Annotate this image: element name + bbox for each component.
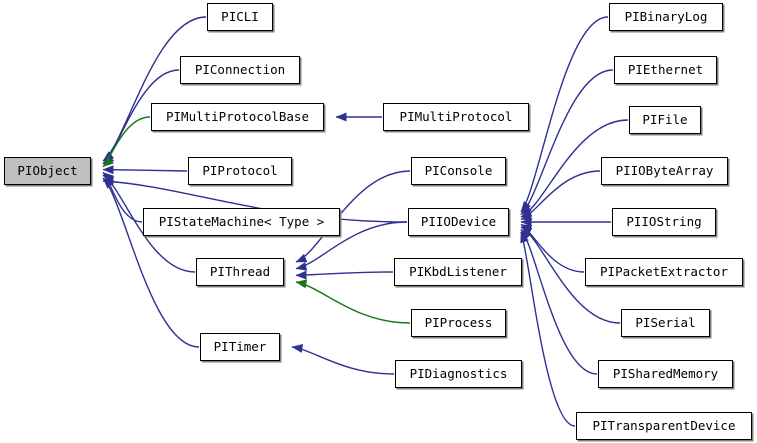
- class-node-label: PIObject: [17, 162, 78, 178]
- class-node-PIFile[interactable]: PIFile: [629, 106, 701, 134]
- edge-PITimer-to-PIObject: [102, 177, 200, 348]
- class-node-PISharedMemory[interactable]: PISharedMemory: [598, 360, 733, 388]
- edge-PITransparentDevice-to-PIIODevice: [520, 231, 576, 427]
- class-node-PIThread[interactable]: PIThread: [196, 258, 284, 286]
- edge-PIKbdListener-to-PIThread: [295, 270, 394, 280]
- class-node-PICLI[interactable]: PICLI: [207, 3, 273, 31]
- class-node-PIObject[interactable]: PIObject: [4, 157, 91, 185]
- class-node-PIMultiProtocolBase[interactable]: PIMultiProtocolBase: [151, 103, 324, 131]
- edge-PIMultiProtocolBase-to-PIObject: [102, 116, 151, 168]
- edge-PIIODevice-to-PIThread: [295, 221, 408, 271]
- class-node-PITimer[interactable]: PITimer: [200, 333, 280, 361]
- class-node-PIPacketExtractor[interactable]: PIPacketExtractor: [585, 258, 743, 286]
- edge-PIConsole-to-PIThread: [295, 170, 411, 263]
- class-node-label: PIBinaryLog: [624, 8, 708, 24]
- edge-PIProtocol-to-PIObject: [102, 165, 188, 175]
- class-node-label: PITimer: [213, 338, 267, 354]
- class-node-PIDiagnostics[interactable]: PIDiagnostics: [395, 360, 522, 388]
- class-node-PIIOString[interactable]: PIIOString: [612, 208, 716, 236]
- class-node-PISerial[interactable]: PISerial: [621, 309, 710, 337]
- class-node-PIEthernet[interactable]: PIEthernet: [614, 56, 717, 84]
- class-node-label: PIConsole: [424, 162, 493, 178]
- class-node-label: PITransparentDevice: [592, 417, 736, 433]
- edge-PIEthernet-to-PIIODevice: [520, 69, 614, 216]
- class-node-label: PIPacketExtractor: [600, 263, 728, 279]
- class-node-PIBinaryLog[interactable]: PIBinaryLog: [609, 3, 723, 31]
- class-node-label: PIEthernet: [627, 61, 704, 77]
- class-node-label: PICLI: [221, 8, 259, 24]
- class-node-label: PIThread: [209, 263, 271, 279]
- class-node-PITransparentDevice[interactable]: PITransparentDevice: [576, 412, 752, 440]
- edge-group: [102, 16, 629, 427]
- class-node-PIConnection[interactable]: PIConnection: [180, 56, 300, 84]
- class-node-label: PIKbdListener: [409, 263, 507, 279]
- class-node-label: PIIOByteArray: [615, 162, 714, 178]
- class-node-label: PIMultiProtocol: [399, 108, 513, 124]
- edge-PISharedMemory-to-PIIODevice: [520, 229, 598, 375]
- edge-PIFile-to-PIIODevice: [520, 119, 629, 218]
- class-node-PIKbdListener[interactable]: PIKbdListener: [394, 258, 522, 286]
- class-node-PIProtocol[interactable]: PIProtocol: [188, 157, 292, 185]
- edge-PIDiagnostics-to-PITimer: [291, 344, 395, 375]
- class-node-label: PIFile: [642, 111, 688, 127]
- class-node-label: PIProtocol: [202, 162, 278, 178]
- class-node-PIMultiProtocol[interactable]: PIMultiProtocol: [383, 103, 529, 131]
- class-node-PIStateMachine[interactable]: PIStateMachine< Type >: [143, 208, 340, 236]
- class-node-label: PISerial: [635, 314, 696, 330]
- edge-PIIODevice-to-PIObject: [102, 177, 408, 223]
- class-node-label: PIIODevice: [420, 213, 497, 229]
- class-node-label: PIConnection: [194, 61, 286, 77]
- class-node-label: PIMultiProtocolBase: [166, 108, 309, 124]
- class-node-PIConsole[interactable]: PIConsole: [411, 157, 506, 185]
- edge-PICLI-to-PIObject: [102, 16, 207, 162]
- edge-PIProcess-to-PIThread: [295, 279, 411, 324]
- class-node-PIIODevice[interactable]: PIIODevice: [408, 208, 509, 236]
- class-node-label: PIIOString: [626, 213, 702, 229]
- edge-PIIOByteArray-to-PIIODevice: [520, 170, 601, 221]
- class-node-PIIOByteArray[interactable]: PIIOByteArray: [601, 157, 728, 185]
- class-node-label: PIStateMachine< Type >: [158, 213, 325, 229]
- class-node-label: PISharedMemory: [612, 365, 719, 381]
- class-node-label: PIProcess: [424, 314, 493, 330]
- edge-PIBinaryLog-to-PIIODevice: [520, 16, 609, 213]
- class-node-PIProcess[interactable]: PIProcess: [411, 309, 506, 337]
- class-node-label: PIDiagnostics: [409, 365, 508, 381]
